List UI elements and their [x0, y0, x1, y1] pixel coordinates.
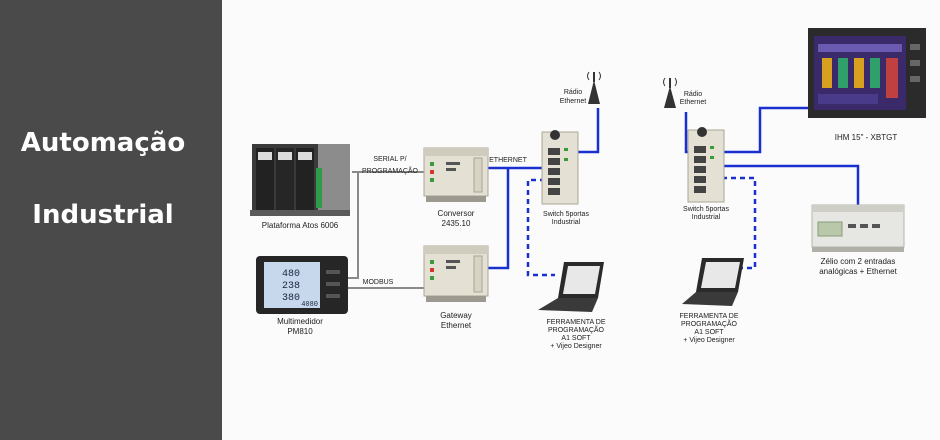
ihm-label: IHM 15" - XBTGT: [835, 133, 898, 142]
laptop-2-icon: [682, 258, 744, 306]
sidebar: Automação Industrial: [0, 0, 222, 440]
modbus-label: MODBUS: [363, 279, 394, 286]
switch-1-device: [541, 130, 579, 205]
tool1-line1: FERRAMENTA DE: [547, 319, 606, 326]
gateway-device: [423, 245, 489, 302]
serial-links: [346, 171, 424, 289]
tool1-line3: A1 SOFT: [561, 335, 591, 342]
switch2-label-line1: Switch 5portas: [683, 206, 729, 213]
switch-2-device: [687, 127, 725, 203]
tool1-line4: + Vijeo Designer: [550, 343, 602, 350]
radio2-label-line1: Rádio: [684, 91, 702, 98]
serial-label-line2: PROGRAMAÇÃO: [362, 166, 419, 175]
radio2-label-line2: Ethernet: [680, 99, 707, 106]
meter-reading-1: 480: [282, 269, 300, 280]
ihm-touch-panel: [808, 28, 926, 118]
switch1-label-line1: Switch 5portas: [543, 211, 589, 218]
switch1-label-line2: Industrial: [552, 219, 581, 226]
radio-antenna-2-icon: [663, 77, 677, 108]
conversor-label-line2: 2435.10: [442, 219, 471, 228]
gateway-label-line1: Gateway: [440, 311, 472, 320]
radio-antenna-1-icon: [587, 71, 601, 104]
conversor-device: [423, 147, 489, 202]
meter-reading-3: 380: [282, 293, 300, 304]
meter-label-line1: Multimedidor: [277, 317, 323, 326]
meter-reading-4: 4080: [301, 301, 318, 309]
dashed-links: [526, 176, 757, 277]
laptop-1-icon: [538, 262, 604, 312]
tool1-line2: PROGRAMAÇÃO: [548, 325, 605, 334]
sidebar-title-line1: Automação: [20, 128, 186, 158]
serial-label-line1: SERIAL P/: [373, 156, 406, 163]
ethernet-link-switch2-zelio: [722, 164, 860, 205]
dashed-link-switch2-laptop2: [722, 176, 757, 270]
ethernet-link-gateway: [488, 168, 510, 270]
zelio-controller: [811, 204, 905, 252]
meter-label-line2: PM810: [287, 327, 313, 336]
sidebar-title-line2: Industrial: [32, 200, 174, 230]
switch2-label-line2: Industrial: [692, 214, 721, 221]
radio1-label-line2: Ethernet: [560, 98, 587, 105]
gateway-label-line2: Ethernet: [441, 321, 472, 330]
serial-link-meter: [346, 171, 359, 279]
tool2-line4: + Vijeo Designer: [683, 337, 735, 344]
tool2-line3: A1 SOFT: [694, 329, 724, 336]
tool2-line1: FERRAMENTA DE: [680, 313, 739, 320]
pm810-meter: 480 238 380 4080: [256, 256, 348, 314]
conversor-label-line1: Conversor: [438, 209, 475, 218]
radio1-label-line1: Rádio: [564, 89, 582, 96]
ethernet-label: ETHERNET: [489, 157, 527, 164]
ethernet-link-switch2-ihm: [722, 106, 810, 154]
ethernet-links: [488, 106, 860, 270]
zelio-label-line1: Zélio com 2 entradas: [821, 257, 896, 266]
tool2-line2: PROGRAMAÇÃO: [681, 319, 738, 328]
meter-reading-2: 238: [282, 281, 300, 292]
atos-6006-plc: [250, 144, 350, 216]
zelio-label-line2: analógicas + Ethernet: [819, 267, 897, 276]
ethernet-link-switch1-radio1: [578, 108, 600, 154]
dashed-link-switch1-laptop1: [526, 178, 555, 277]
atos-label: Plataforma Atos 6006: [262, 221, 339, 230]
